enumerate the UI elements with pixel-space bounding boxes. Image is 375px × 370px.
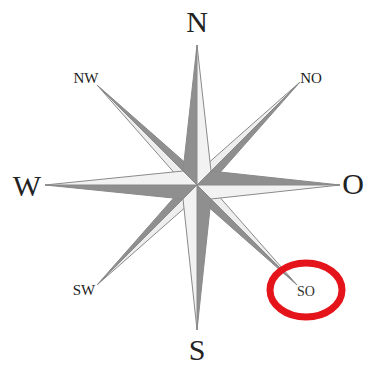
north-label: N: [186, 7, 208, 37]
direction-label: SO: [297, 285, 315, 299]
west-label: W: [13, 171, 41, 201]
southwest-label: SW: [73, 283, 96, 298]
northwest-label: NW: [74, 71, 99, 86]
south-label: S: [189, 335, 206, 365]
highlight-circle: SO: [266, 259, 346, 321]
east-label: O: [342, 169, 364, 199]
northeast-label: NO: [300, 71, 322, 86]
